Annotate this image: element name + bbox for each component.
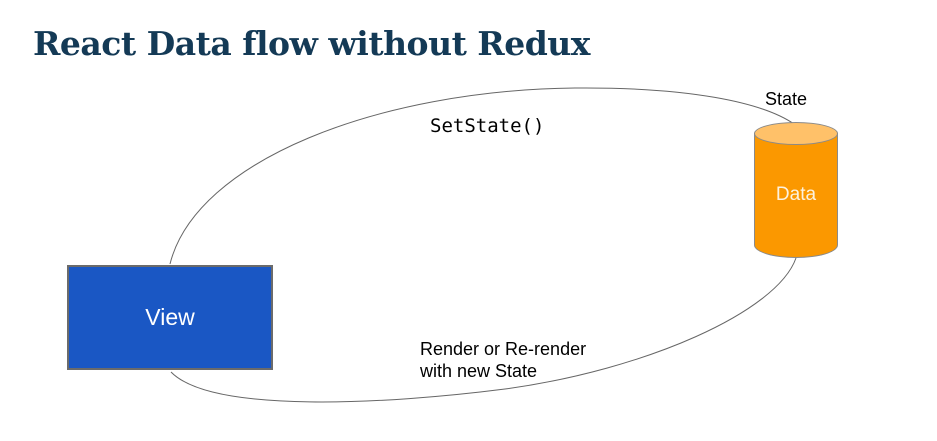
data-cylinder-top — [754, 122, 838, 145]
setstate-edge-label: SetState() — [430, 115, 545, 137]
render-edge-label-line2: with new State — [420, 361, 538, 381]
view-node-label: View — [145, 304, 195, 330]
data-cylinder-label: Data — [775, 184, 817, 205]
render-edge-label: Render or Re-render with new State — [420, 338, 586, 382]
data-cylinder-body — [754, 133, 838, 258]
data-cylinder: Data — [754, 122, 838, 258]
setstate-arc — [169, 87, 795, 265]
render-arc — [170, 257, 797, 403]
state-caption: State — [765, 89, 808, 109]
diagram-title: React Data flow without Redux — [33, 24, 590, 63]
view-node: View — [67, 265, 273, 370]
render-edge-label-line1: Render or Re-render — [420, 339, 587, 359]
